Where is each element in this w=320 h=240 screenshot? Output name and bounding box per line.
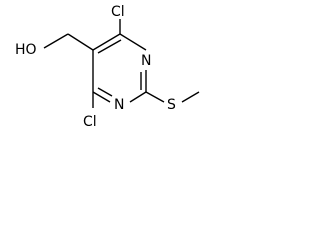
bond-n1-c6 <box>92 91 111 103</box>
bond-s-ch3 <box>181 91 200 103</box>
bond-c5-c4-double <box>97 39 122 54</box>
atom-sulfur: S <box>167 97 176 113</box>
atom-n-lower: N <box>114 97 124 113</box>
bond-c5-c4 <box>92 33 121 51</box>
bond-ch2-oh <box>43 33 69 49</box>
structure-canvas: Cl Cl HO N N S <box>0 0 230 138</box>
atom-hydroxyl: HO <box>15 42 37 58</box>
bond-n1-c6-double <box>97 87 113 97</box>
bond-c5-ch2 <box>67 33 94 51</box>
bond-c2-n1 <box>129 91 147 103</box>
atom-cl-bottom: Cl <box>83 114 97 130</box>
atom-n-upper: N <box>141 53 151 69</box>
atom-cl-top: Cl <box>111 4 125 20</box>
bond-c4-n3 <box>119 33 147 51</box>
bond-c2-s <box>145 91 165 103</box>
molecule-structure: Cl Cl HO N N S <box>15 4 200 130</box>
